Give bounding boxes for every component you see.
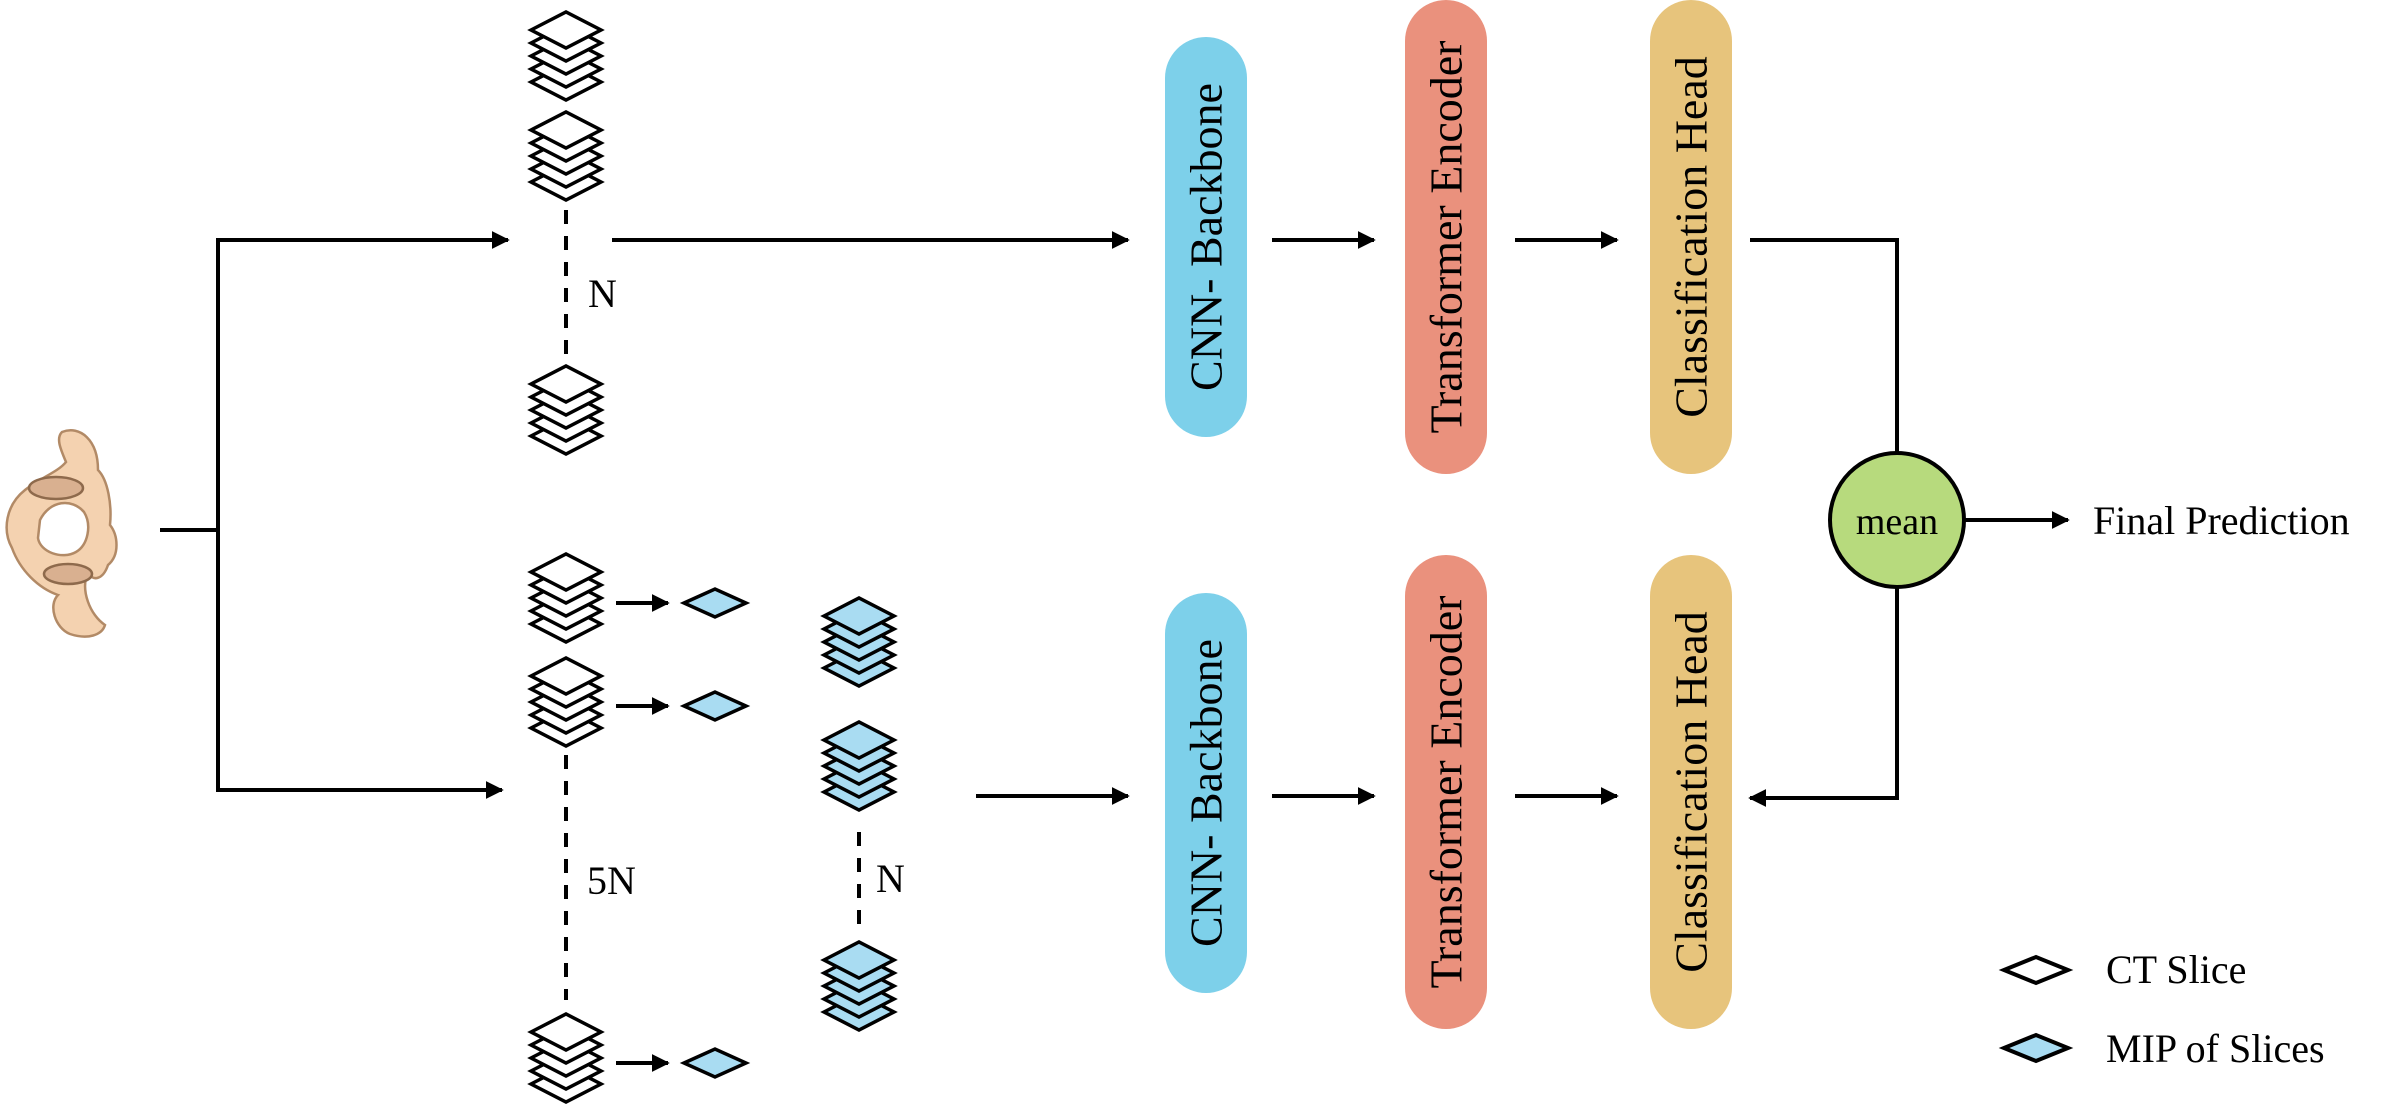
mean-to-bottom-head-connector — [1748, 588, 1899, 807]
ct-slice-legend-icon — [1998, 954, 2074, 986]
cervical-vertebra-icon — [5, 429, 118, 638]
mip-legend-icon — [1998, 1032, 2074, 1064]
top-cnn-label: CNN- Backbone — [1181, 83, 1232, 391]
mip-slice-stack — [820, 940, 898, 1032]
top-transformer-encoder: Transformer Encoder — [1405, 0, 1487, 474]
mip-legend-label: MIP of Slices — [2106, 1026, 2325, 1071]
ct-slice-layer — [527, 364, 605, 404]
ct-slice-stack — [527, 552, 605, 644]
mip-slice-icon — [679, 1047, 751, 1079]
ct-slice-stack — [527, 1012, 605, 1104]
ct-slice-legend-label: CT Slice — [2106, 947, 2246, 992]
mip-slice-layer — [820, 720, 898, 760]
mip-slice-layer — [820, 940, 898, 980]
mean-label: mean — [1856, 501, 1938, 543]
ct-slice-stack — [527, 364, 605, 456]
mip-slice-icon — [679, 690, 751, 722]
mip-slice-layer — [820, 596, 898, 636]
top-head-to-mean-connector — [1750, 238, 1899, 452]
bottom-transformer-label: Transformer Encoder — [1421, 595, 1472, 988]
bottom-cnn-label: CNN- Backbone — [1181, 639, 1232, 947]
top-classification-head: Classification Head — [1650, 0, 1732, 474]
legend: CT Slice MIP of Slices — [1998, 947, 2325, 1071]
ct-slice-layer — [527, 1012, 605, 1052]
ct-slice-layer — [527, 10, 605, 50]
top-count-label: N — [588, 271, 617, 316]
mip-slice-icon — [679, 587, 751, 619]
ct-slice-stack — [527, 656, 605, 748]
final-prediction-label: Final Prediction — [2093, 498, 2350, 543]
mip-slice-stack — [820, 596, 898, 688]
bottom-cnn-backbone: CNN- Backbone — [1165, 593, 1247, 993]
bottom-transformer-encoder: Transformer Encoder — [1405, 555, 1487, 1029]
top-transformer-label: Transformer Encoder — [1421, 40, 1472, 433]
ct-slice-stack — [527, 110, 605, 202]
top-cnn-backbone: CNN- Backbone — [1165, 37, 1247, 437]
ct-slice-layer — [527, 656, 605, 696]
mean-node: mean — [1828, 451, 1966, 589]
top-ct-slice-stacks — [527, 10, 605, 456]
bottom-classification-head: Classification Head — [1650, 555, 1732, 1029]
ct-slice-layer — [527, 552, 605, 592]
mip-single-slices — [679, 587, 751, 1079]
mip-count-label: N — [876, 856, 905, 901]
ct-slice-stack — [527, 10, 605, 102]
top-head-label: Classification Head — [1666, 56, 1717, 418]
bottom-head-label: Classification Head — [1666, 611, 1717, 973]
bottom-ct-slice-stacks — [527, 552, 605, 1104]
mip-slice-stack — [820, 720, 898, 812]
input-split-connector — [160, 231, 510, 799]
mip-slice-stacks — [820, 596, 898, 1032]
ct-slice-layer — [527, 110, 605, 150]
bottom-slice-count-label: 5N — [587, 858, 636, 903]
